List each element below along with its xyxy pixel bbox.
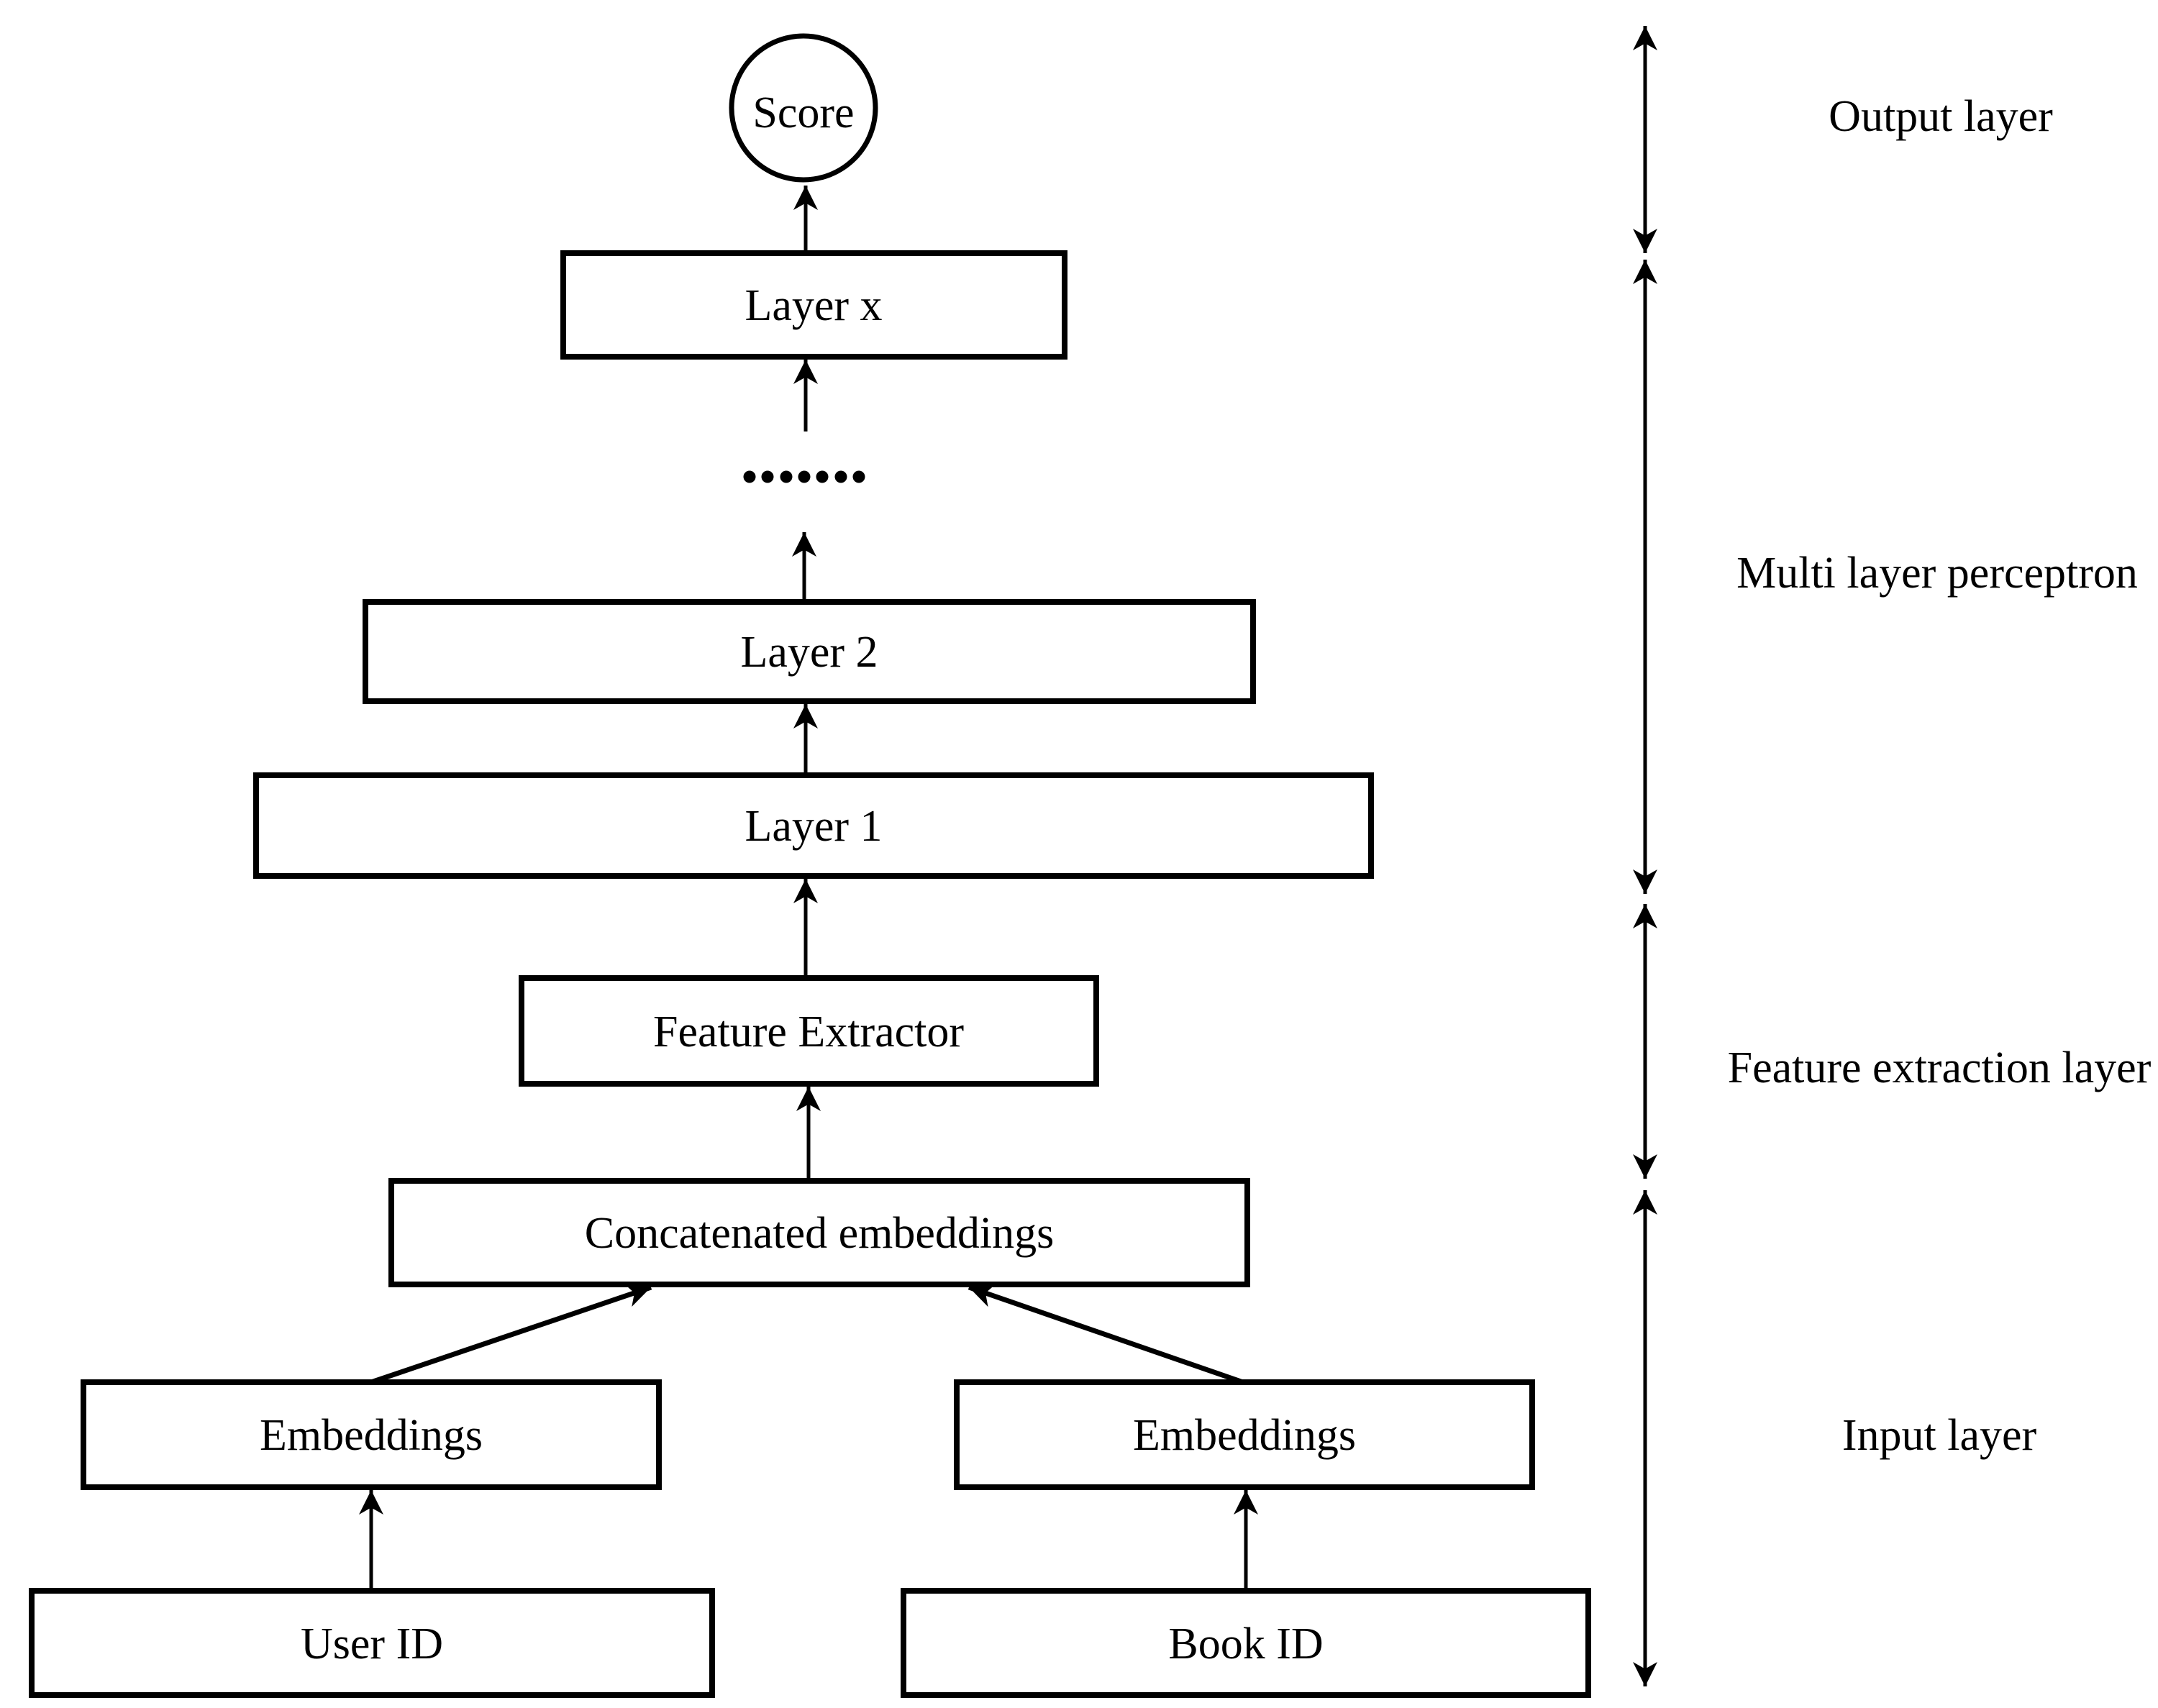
ellipsis-dot: [834, 470, 847, 483]
score-label: Score: [752, 88, 854, 137]
feature-extractor-box: [519, 975, 1099, 1087]
score-node: [729, 33, 878, 183]
ellipsis-dots: [743, 470, 865, 483]
layer-x-box: [560, 250, 1067, 360]
feature-extractor-label: Feature Extractor: [653, 1008, 964, 1056]
user-id-box: [29, 1588, 715, 1698]
book-id-label: Book ID: [1168, 1620, 1323, 1668]
arrow-book-embeddings-to-concatenated: [968, 1284, 1244, 1385]
ellipsis-dot: [780, 470, 793, 483]
ellipsis-dot: [798, 470, 811, 483]
ellipsis-dot: [816, 470, 829, 483]
concatenated-embeddings-box: [388, 1178, 1250, 1287]
book-embeddings-box: [954, 1379, 1535, 1490]
arrow-user-embeddings-to-concatenated: [370, 1283, 652, 1385]
user-id-label: User ID: [301, 1620, 443, 1668]
book-embeddings-label: Embeddings: [1133, 1411, 1356, 1460]
region-label-output-layer: Output layer: [1829, 92, 2053, 141]
layer-2-label: Layer 2: [740, 628, 878, 677]
region-label-feature-extraction-layer: Feature extraction layer: [1728, 1043, 2152, 1092]
ellipsis-dot: [743, 470, 756, 483]
layer-x-label: Layer x: [745, 281, 882, 330]
book-id-box: [901, 1588, 1591, 1698]
region-label-multi-layer-perceptron: Multi layer perceptron: [1736, 549, 2138, 598]
ellipsis-dot: [852, 470, 865, 483]
ellipsis-dot: [761, 470, 774, 483]
concatenated-embeddings-label: Concatenated embeddings: [585, 1209, 1055, 1258]
layer-2-box: [363, 599, 1256, 704]
user-embeddings-box: [81, 1379, 662, 1490]
layer-1-box: [253, 772, 1374, 879]
layer-1-label: Layer 1: [745, 802, 882, 851]
region-label-input-layer: Input layer: [1842, 1411, 2037, 1460]
user-embeddings-label: Embeddings: [260, 1411, 483, 1460]
